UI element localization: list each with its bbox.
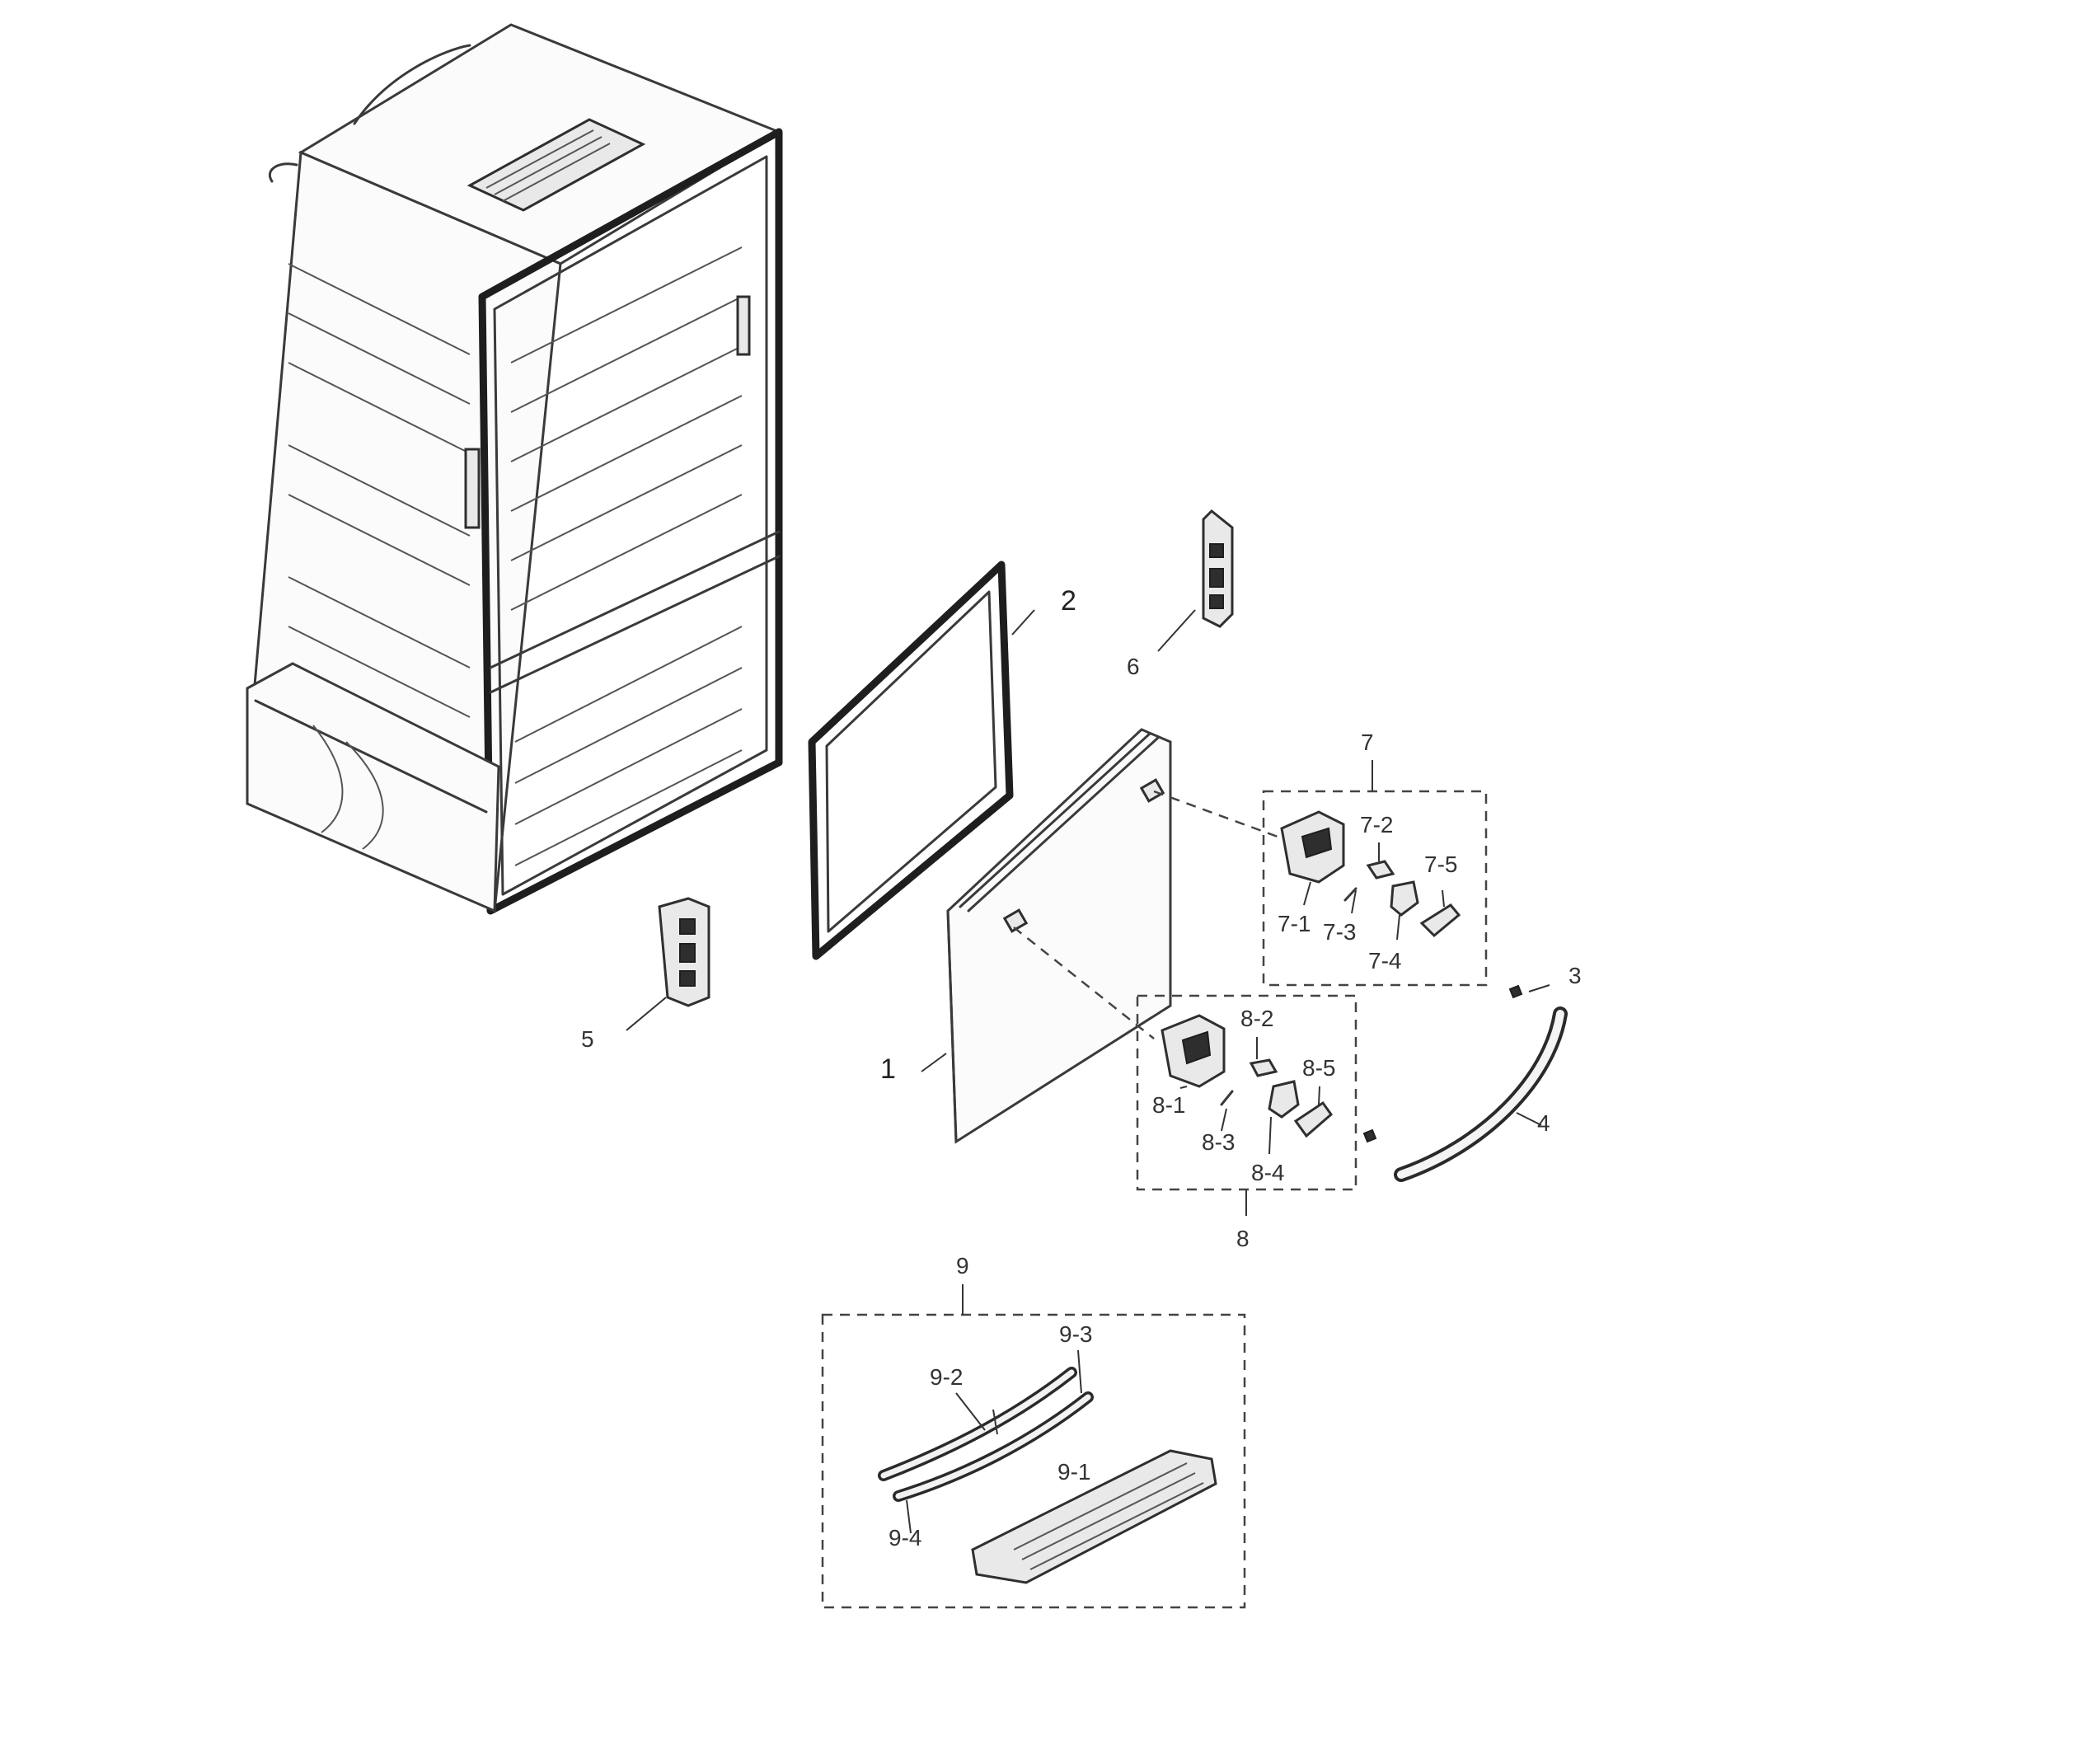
label-9-4: 9-4 [889,1525,921,1551]
hinge-bracket-5 [658,897,710,1007]
group-9-box [821,1313,1246,1609]
label-8-4: 8-4 [1251,1160,1284,1185]
door-gasket [808,561,1014,960]
label-9: 9 [956,1253,969,1278]
label-8: 8 [1236,1226,1250,1251]
group-7-box [1153,790,1488,987]
hinge-bracket-6 [1202,509,1234,628]
label-8-3: 8-3 [1202,1129,1235,1155]
label-8-1: 8-1 [1152,1092,1185,1118]
screw-3 [1362,984,1523,1143]
label-8-5: 8-5 [1302,1055,1335,1081]
label-7-5: 7-5 [1424,852,1457,877]
label-7: 7 [1361,730,1374,755]
label-5: 5 [581,1026,594,1052]
label-7-1: 7-1 [1278,911,1311,936]
label-9-1: 9-1 [1057,1459,1090,1485]
group-8-box [1013,927,1357,1191]
callout-labels: 1 2 3 4 5 6 7 7-1 7-2 7-3 7-4 7-5 8 8-1 … [581,585,1582,1551]
label-8-2: 8-2 [1240,1006,1273,1031]
label-7-2: 7-2 [1360,812,1393,837]
freezer-door [946,728,1172,1144]
label-6: 6 [1127,654,1140,679]
label-7-4: 7-4 [1368,948,1401,973]
label-1: 1 [880,1053,896,1085]
handle-4 [1394,1006,1568,1182]
leader-lines [626,609,1550,1534]
label-7-3: 7-3 [1323,919,1356,945]
label-2: 2 [1061,585,1076,617]
refrigerator-cabinet [246,23,783,915]
label-4: 4 [1537,1110,1550,1136]
label-9-3: 9-3 [1059,1321,1092,1347]
label-3: 3 [1568,963,1582,988]
label-9-2: 9-2 [930,1364,963,1390]
